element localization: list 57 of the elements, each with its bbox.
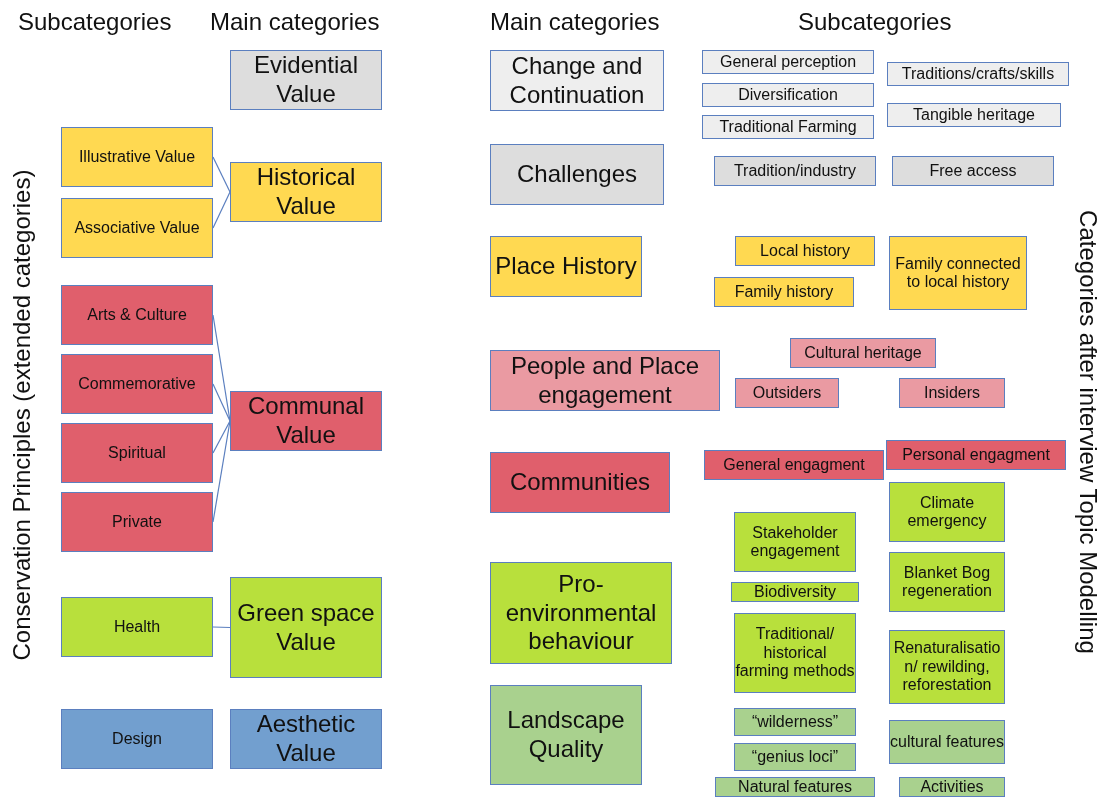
subcategory-box: Climate emergency xyxy=(889,482,1005,542)
main-category-box: Green space Value xyxy=(230,577,382,678)
subcategory-box: Commemorative xyxy=(61,354,213,414)
column-heading: Subcategories xyxy=(18,8,172,36)
subcategory-box: cultural features xyxy=(889,720,1005,764)
column-heading: Subcategories xyxy=(798,8,952,36)
subcategory-box: Tradition/industry xyxy=(714,156,876,186)
subcategory-box: Health xyxy=(61,597,213,657)
subcategory-box: Private xyxy=(61,492,213,552)
connector-line xyxy=(212,383,231,422)
main-category-box: Communal Value xyxy=(230,391,382,451)
main-category-box: Place History xyxy=(490,236,642,297)
subcategory-box: Outsiders xyxy=(735,378,839,408)
subcategory-box: Free access xyxy=(892,156,1054,186)
subcategory-box: Stakeholder engagement xyxy=(734,512,856,572)
subcategory-box: Cultural heritage xyxy=(790,338,936,368)
subcategory-box: General perception xyxy=(702,50,874,74)
connector-line xyxy=(212,191,231,229)
main-category-box: Communities xyxy=(490,452,670,513)
main-category-box: Historical Value xyxy=(230,162,382,222)
subcategory-box: Design xyxy=(61,709,213,769)
subcategory-box: Blanket Bog regeneration xyxy=(889,552,1005,612)
subcategory-box: Activities xyxy=(899,777,1005,797)
subcategory-box: Traditions/crafts/skills xyxy=(887,62,1069,86)
subcategory-box: Traditional Farming xyxy=(702,115,874,139)
main-category-box: Aesthetic Value xyxy=(230,709,382,769)
subcategory-box: Spiritual xyxy=(61,423,213,483)
column-heading: Main categories xyxy=(490,8,660,36)
subcategory-box: General engagment xyxy=(704,450,884,480)
main-category-box: Landscape Quality xyxy=(490,685,642,785)
main-category-box: Change and Continuation xyxy=(490,50,664,111)
subcategory-box: Arts & Culture xyxy=(61,285,213,345)
axis-title: Conservation Principles (extended categories) xyxy=(8,169,36,661)
subcategory-box: Family history xyxy=(714,277,854,307)
subcategory-box: Biodiversity xyxy=(731,582,859,602)
subcategory-box: Insiders xyxy=(899,378,1005,408)
subcategory-box: Personal engagment xyxy=(886,440,1066,470)
subcategory-box: Local history xyxy=(735,236,875,266)
main-category-box: Evidential Value xyxy=(230,50,382,110)
main-category-box: Challenges xyxy=(490,144,664,205)
subcategory-box: Associative Value xyxy=(61,198,213,258)
connector-line xyxy=(212,626,231,629)
main-category-box: People and Place engagement xyxy=(490,350,720,411)
subcategory-box: Tangible heritage xyxy=(887,103,1061,127)
main-category-box: Pro-environmental behaviour xyxy=(490,562,672,664)
subcategory-box: Diversification xyxy=(702,83,874,107)
connector-line xyxy=(212,156,231,193)
subcategory-box: “wilderness” xyxy=(734,708,856,736)
connector-line xyxy=(212,420,231,454)
subcategory-box: Renaturalisation/ rewilding, reforestation xyxy=(889,630,1005,704)
subcategory-box: Natural features xyxy=(715,777,875,797)
subcategory-box: Traditional/ historical farming methods xyxy=(734,613,856,693)
axis-title: Categories after interview Topic Modelling xyxy=(1074,210,1102,654)
column-heading: Main categories xyxy=(210,8,380,36)
subcategory-box: Family connected to local history xyxy=(889,236,1027,310)
subcategory-box: “genius loci” xyxy=(734,743,856,771)
subcategory-box: Illustrative Value xyxy=(61,127,213,187)
